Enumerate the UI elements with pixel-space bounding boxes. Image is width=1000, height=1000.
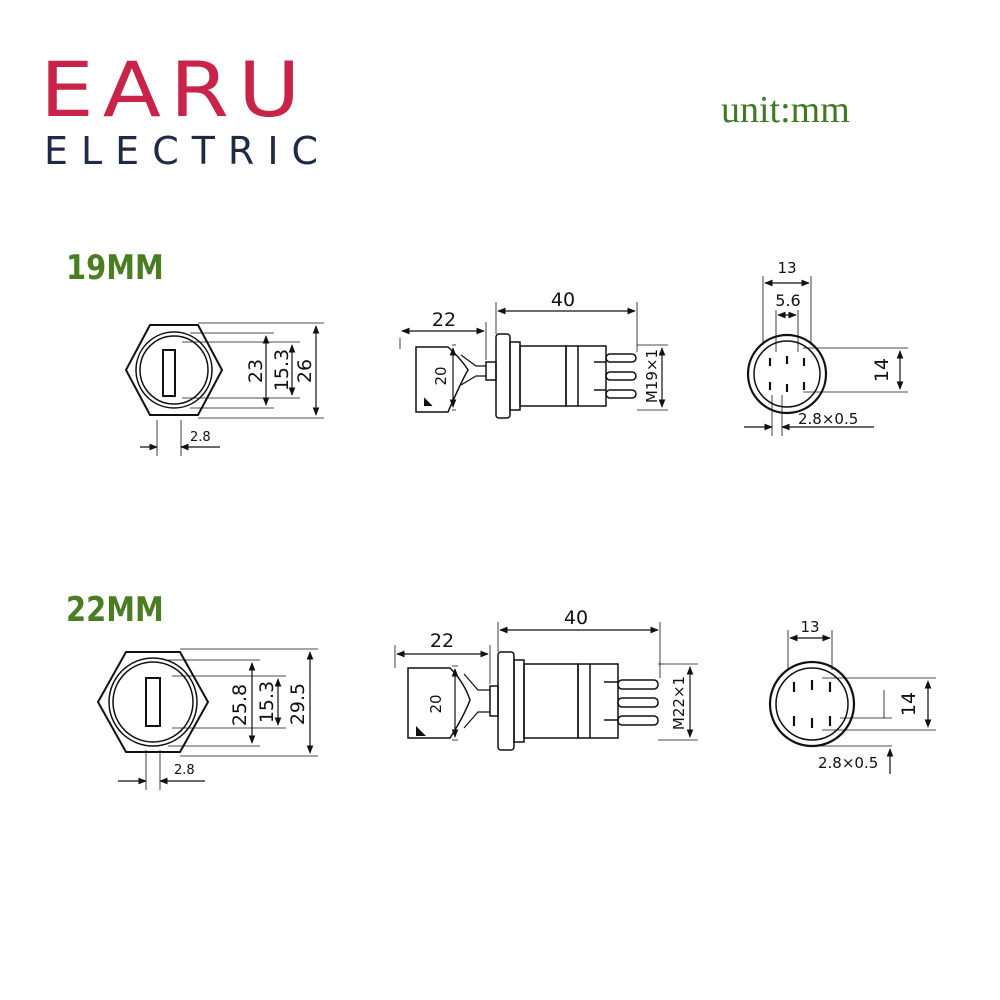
back-outer-circle	[768, 660, 856, 748]
side-view-22mm	[394, 622, 698, 751]
dim-back-height: 14	[898, 692, 920, 716]
switch-body	[523, 663, 579, 739]
dim-front-outer-height: 26	[294, 359, 316, 383]
front-flange	[495, 333, 511, 419]
dim-back-width: 13	[777, 259, 796, 277]
dim-front-outer-height: 29.5	[287, 683, 309, 725]
dim-side-key-width: 22	[430, 630, 454, 652]
brand-name: EARU	[40, 45, 310, 134]
front-view-22mm	[96, 648, 318, 790]
bezel-circle	[135, 331, 213, 409]
dim-side-thread: M19×1	[643, 349, 661, 403]
brand-logo: EARU ELECTRIC	[40, 52, 332, 173]
back-view-22mm	[768, 630, 936, 774]
terminal-pins-back	[768, 356, 806, 392]
section-label-22mm: 22MM	[66, 590, 164, 630]
section-label-19mm: 19MM	[66, 248, 164, 288]
dim-front-key-slot: 15.3	[256, 681, 278, 723]
dim-side-length: 40	[551, 289, 575, 311]
dim-front-inner-height: 25.8	[229, 684, 251, 726]
dim-back-terminal: 2.8×0.5	[818, 754, 878, 772]
terminal-pin	[605, 353, 637, 363]
front-flange	[497, 651, 515, 751]
terminal-pins-back	[792, 680, 832, 728]
front-view-19mm	[124, 322, 324, 456]
dim-front-key-slot: 15.3	[271, 349, 293, 391]
hex-nut-outline	[96, 651, 210, 753]
dim-front-bottom-gap: 2.8	[174, 763, 195, 778]
dim-side-length: 40	[564, 607, 588, 629]
dim-side-key-height: 20	[432, 366, 450, 385]
dim-side-key-height: 20	[427, 694, 445, 713]
unit-label: unit:mm	[721, 89, 850, 131]
switch-body	[519, 345, 567, 407]
hex-nut-outline	[124, 324, 224, 416]
dim-back-height: 14	[871, 358, 893, 382]
dim-side-key-width: 22	[432, 309, 456, 331]
dim-back-terminal: 2.8×0.5	[798, 410, 858, 428]
terminal-pin	[617, 697, 659, 708]
back-view-19mm	[744, 276, 908, 436]
dim-back-pin-spacing: 5.6	[775, 291, 800, 310]
terminal-pin	[605, 389, 637, 399]
side-view-19mm	[399, 302, 668, 419]
bezel-circle	[108, 657, 198, 747]
key-slot	[162, 349, 176, 397]
key-slot	[145, 677, 161, 727]
dim-front-inner-height: 23	[245, 359, 267, 383]
brand-subtitle: ELECTRIC	[44, 129, 332, 173]
back-outer-circle	[746, 333, 828, 415]
dim-front-bottom-gap: 2.8	[190, 430, 211, 445]
terminal-pin	[617, 679, 659, 690]
terminal-pin	[617, 715, 659, 726]
dim-side-thread: M22×1	[670, 676, 688, 730]
terminal-pin	[605, 371, 637, 381]
dim-back-width: 13	[800, 618, 819, 636]
